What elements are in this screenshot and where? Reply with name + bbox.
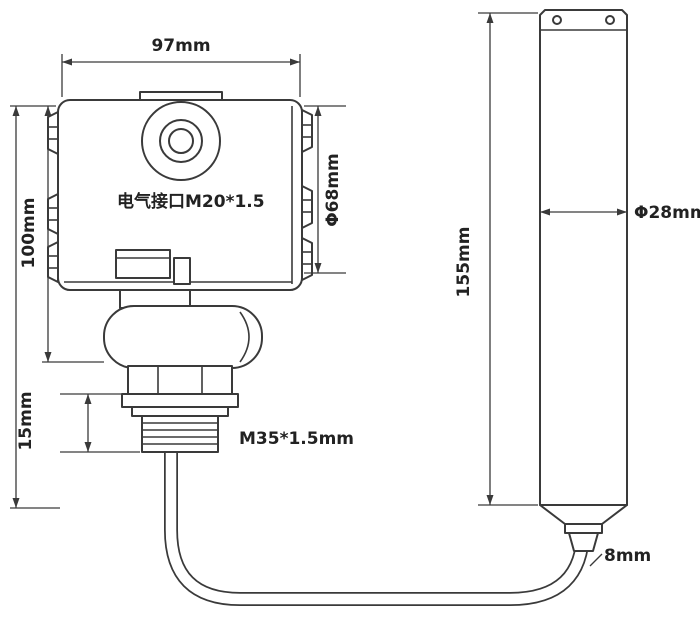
dim-97mm-label: 97mm	[151, 36, 210, 56]
probe-body	[539, 9, 628, 552]
labels: 97mm 100mm 电气接口M20*1.5 Φ68mm 15mm M35*1.…	[16, 36, 700, 566]
dim-15mm-label: 15mm	[16, 391, 36, 450]
dimensions	[10, 12, 627, 567]
dim-100mm-label: 100mm	[19, 198, 39, 269]
cable-assembly	[164, 446, 590, 606]
dim-28mm-label: Φ28mm	[634, 203, 700, 223]
dim-155mm-label: 155mm	[454, 227, 474, 298]
dim-68mm-label: Φ68mm	[323, 153, 343, 227]
transmitter-housing	[47, 91, 313, 291]
cable-8mm-label: 8mm	[604, 546, 651, 566]
process-connection	[103, 289, 263, 453]
electrical-interface-label: 电气接口M20*1.5	[117, 191, 265, 212]
thread-spec-label: M35*1.5mm	[239, 429, 354, 449]
